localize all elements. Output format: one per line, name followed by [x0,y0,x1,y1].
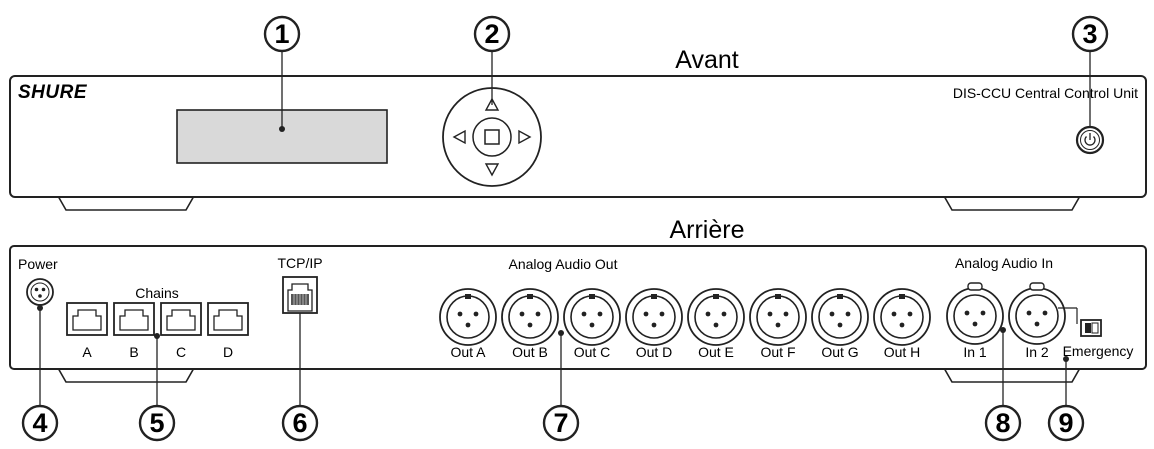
xlr-in-2-label: In 2 [1025,344,1049,360]
analog-audio-out-label: Analog Audio Out [509,256,618,272]
callout-number: 1 [274,19,289,49]
callout-number: 2 [484,19,499,49]
emergency-switch[interactable] [1080,319,1102,337]
xlr-out-g[interactable] [811,288,869,346]
callout-3: 3 [1071,15,1109,53]
callout-markers: 1 2 3 4 5 6 7 8 9 [21,15,1109,442]
chain-port-label: B [129,344,138,360]
callout-number: 5 [149,408,164,438]
callout-2: 2 [473,15,511,53]
chain-port-a[interactable] [66,302,108,336]
chain-ports: A B C D [66,302,249,360]
xlr-out-e[interactable] [687,288,745,346]
callout-number: 9 [1058,408,1073,438]
xlr-in-1[interactable] [946,282,1004,345]
xlr-out-b[interactable] [501,288,559,346]
analog-audio-in-label: Analog Audio In [955,255,1053,271]
callout-number: 7 [553,408,568,438]
arrow-down-icon[interactable] [484,163,500,177]
xlr-out-c[interactable] [563,288,621,346]
callout-9: 9 [1047,404,1085,442]
callout-6: 6 [281,404,319,442]
chain-port-label: A [82,344,92,360]
callout-number: 8 [995,408,1010,438]
xlr-in-1-label: In 1 [963,344,987,360]
front-title: Avant [675,46,739,74]
arrow-left-icon[interactable] [452,129,466,145]
chain-port-label: C [176,344,186,360]
rear-title: Arrière [669,216,744,244]
arrow-up-icon[interactable] [484,97,500,111]
chain-port-d[interactable] [207,302,249,336]
xlr-out-d-label: Out D [636,344,673,360]
chain-port-c[interactable] [160,302,202,336]
power-label: Power [18,256,58,272]
callout-leaders [39,50,1091,406]
arrow-right-icon[interactable] [518,129,532,145]
callout-number: 3 [1082,19,1097,49]
callout-anchors [37,126,1069,362]
callout-number: 6 [292,408,307,438]
shure-logo: SHURE [18,82,88,103]
xlr-out-h[interactable] [873,288,931,346]
power-connector[interactable] [26,278,54,306]
power-icon [1084,133,1096,146]
callout-7: 7 [542,404,580,442]
chains-label: Chains [135,285,179,301]
tcpip-port[interactable] [282,276,318,314]
callout-4: 4 [21,404,59,442]
callout-8: 8 [984,404,1022,442]
xlr-out-e-label: Out E [698,344,734,360]
model-name: DIS-CCU Central Control Unit [953,85,1138,101]
xlr-out-a[interactable] [439,288,497,346]
xlr-out-a-label: Out A [450,344,486,360]
power-button[interactable] [1075,125,1105,155]
xlr-outputs: Out A Out B Out C Out D Out E Out F Out G Out H [439,288,931,360]
xlr-out-f[interactable] [749,288,807,346]
callout-5: 5 [138,404,176,442]
xlr-in-2[interactable] [1008,282,1066,345]
xlr-out-g-label: Out G [821,344,858,360]
chain-port-label: D [223,344,233,360]
tcpip-label: TCP/IP [277,255,322,271]
xlr-inputs: In 1 In 2 [946,282,1066,360]
xlr-out-b-label: Out B [512,344,548,360]
navigation-pad[interactable] [442,87,542,187]
xlr-out-c-label: Out C [574,344,611,360]
callout-number: 4 [32,408,47,438]
chain-port-b[interactable] [113,302,155,336]
xlr-out-f-label: Out F [760,344,795,360]
emergency-label: Emergency [1063,343,1134,359]
front-panel [9,75,1147,211]
callout-1: 1 [263,15,301,53]
xlr-out-h-label: Out H [884,344,921,360]
xlr-out-d[interactable] [625,288,683,346]
select-button[interactable] [484,129,500,145]
